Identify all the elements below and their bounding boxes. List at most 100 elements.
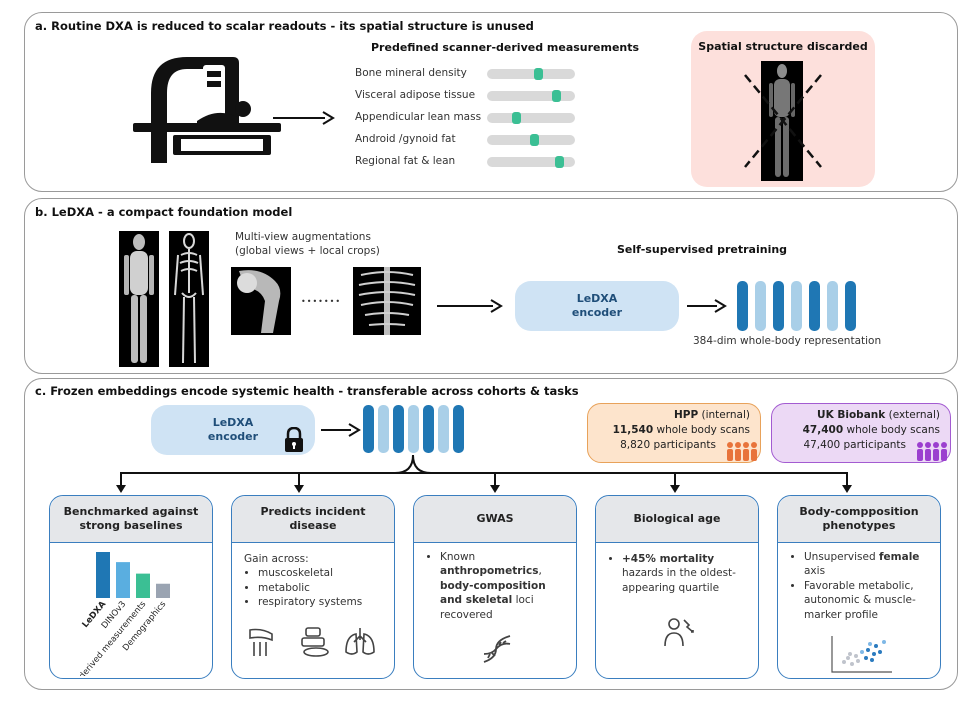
bioage-highlight: +45% mortality [622,553,715,565]
benchmark-title-1: Benchmarked against [63,504,199,518]
panel-b-title: b. LeDXA - a compact foundation model [35,205,293,219]
embedding-dim [363,405,374,453]
branch-connectors [116,454,852,493]
ukb-scans-count: 47,400 [802,424,844,437]
measurement-bar [487,68,575,80]
cross-out-icon [744,74,822,168]
arrow-right-icon [687,299,727,313]
gwas-text: and skeletal [440,594,513,607]
people-group-icon [727,442,757,461]
embedding-dim [438,405,449,453]
measurement-label: Bone mineral density [355,67,467,79]
bioage-text: hazards in the oldest-appearing quartile [622,567,736,594]
hpp-tag: (internal) [701,409,750,421]
embedding-dim [423,405,434,453]
measurement-label: Visceral adipose tissue [355,89,476,101]
measurement-label: Regional fat & lean [355,155,456,167]
disease-title-2: disease [289,519,337,532]
hpp-scans-count: 11,540 [612,424,654,437]
disease-item: muscoskeletal [258,566,386,580]
gwas-card-header: GWAS [414,496,576,543]
skeleton-scan-image [169,231,209,367]
encoder-label-2: encoder [571,306,623,319]
gwas-title: GWAS [476,511,514,525]
lungs-icon [345,628,375,655]
spine-crop-image [353,267,421,335]
phenotypes-text: Favorable metabolic, autonomic & muscle-… [804,579,932,622]
gwas-text: anthropometrics [440,565,539,578]
benchmark-bar [156,583,170,598]
ukb-scans-text: whole body scans [846,424,941,437]
embedding-dim [755,281,766,331]
bioage-card-header: Biological age [596,496,758,543]
arrow-right-icon [273,111,335,125]
disease-title-1: Predicts incident [260,504,366,518]
phenotypes-text: female [878,551,920,563]
measurements-title: Predefined scanner-derived measurements [371,41,640,54]
phenotypes-title-2: phenotypes [822,519,896,532]
phenotypes-text: axis [804,565,826,578]
hpp-name: HPP [673,409,699,421]
embedding-dim [393,405,404,453]
dna-icon [483,635,511,663]
disease-item: respiratory systems [258,595,386,609]
measurement-bar [487,90,575,102]
benchmark-title-2: strong baselines [79,519,183,532]
benchmark-bar [116,562,130,598]
embedding-dim [378,405,389,453]
gwas-text: Known [440,551,476,563]
augmentation-label-1: Multi-view augmentations [235,231,371,243]
panel-a: a. Routine DXA is reduced to scalar read… [24,12,958,192]
hpp-participants: 8,820 participants [620,439,716,452]
measurement-bar [487,112,575,124]
scatter-plot-icon [831,636,892,673]
disease-intro: Gain across: [244,553,309,565]
measurement-marker [534,68,544,80]
bioage-card: Biological age +45% mortality hazards in… [595,495,759,679]
augmentation-ellipsis: ••••••• [301,297,342,306]
gwas-card: GWAS Known anthropometrics,body-compositi… [413,495,577,679]
panel-a-title: a. Routine DXA is reduced to scalar read… [35,19,534,33]
bioage-title: Biological age [633,511,721,525]
embedding-vector [737,281,877,333]
measurement-marker [552,90,562,102]
gwas-text: body-composition [440,579,546,592]
gwas-text: recovered [440,608,493,621]
scale-icon [301,627,329,657]
frozen-embedding-vector [363,405,473,455]
encoder-label-1: LeDXA [212,415,254,429]
arrow-right-icon [321,423,361,437]
ledxa-encoder-box: LeDXA encoder [515,281,679,331]
hpp-scans-text: whole body scans [656,424,751,437]
discard-title: Spatial structure discarded [698,40,868,53]
people-group-icon [917,442,947,461]
encoder-label-2: encoder [207,430,259,443]
augmentation-label-2: (global views + local crops) [235,245,380,257]
panel-b: b. LeDXA - a compact foundation model Mu… [24,198,958,374]
embedding-dim [791,281,802,331]
embedding-dim [773,281,784,331]
gwas-text: , [538,565,542,578]
measurement-marker [511,112,521,124]
phenotypes-title-1: Body-compposition [799,504,919,518]
embedding-dim [737,281,748,331]
phenotypes-text: Unsupervised [804,551,876,563]
measurement-marker [554,156,564,168]
arrow-right-icon [437,299,503,313]
embedding-dim [827,281,838,331]
measurement-marker [530,134,540,146]
discard-box: Spatial structure discarded [691,31,875,187]
ukb-participants: 47,400 participants [803,439,906,452]
gwas-text: loci [515,594,534,607]
measurement-bar [487,134,575,146]
lock-icon [285,427,303,452]
joint-icon [249,628,273,656]
representation-label: 384-dim whole-body representation [693,335,882,347]
aging-person-icon [664,618,694,647]
measurement-label: Android /gynoid fat [355,133,456,145]
